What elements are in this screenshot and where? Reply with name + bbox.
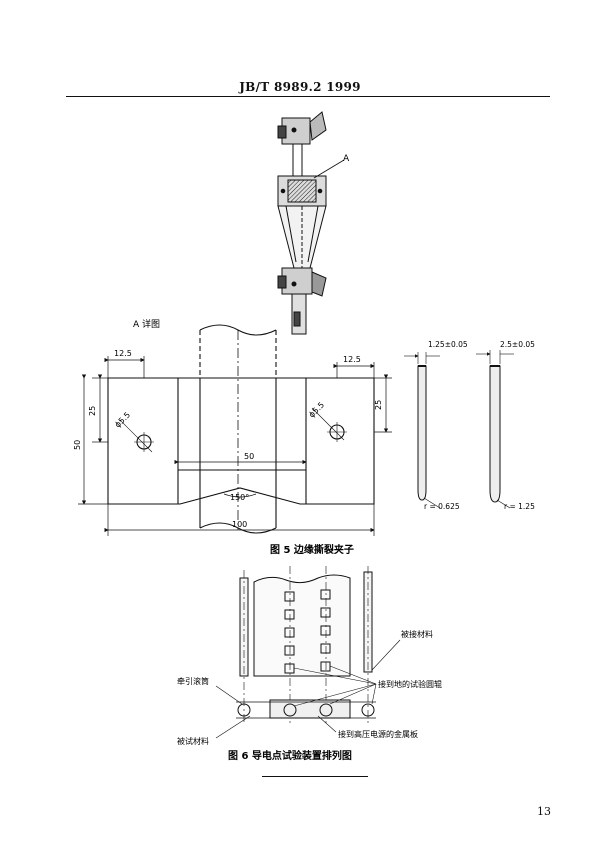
profile-right-radius: r = 1.25 <box>504 502 535 511</box>
callout-leader <box>313 159 345 179</box>
detail-a-dimensions <box>78 356 392 536</box>
dim-notch-width: 50 <box>244 452 254 461</box>
label-clamped-material: 被接材料 <box>401 629 433 639</box>
figure5-caption: 图 5 边缘撕裂夹子 <box>270 543 354 556</box>
standard-header: JB/T 8989.2 1999 <box>239 80 361 94</box>
callout-a-label: A <box>343 154 350 164</box>
figure6-illustration <box>215 566 401 739</box>
dim-hole-right: ϕ5.5 <box>307 400 326 419</box>
dim-notch-angle: 150° <box>230 493 249 502</box>
profile-right-thickness: 2.5±0.05 <box>500 340 535 349</box>
label-test-material: 被试材料 <box>177 736 209 746</box>
detail-a-title: A 详图 <box>133 318 160 330</box>
profile-left <box>404 352 441 509</box>
page-number: 13 <box>537 805 551 818</box>
dim-left-edge: 12.5 <box>114 349 132 358</box>
label-pull-roller: 牵引滚筒 <box>177 676 209 686</box>
dim-hole-left: ϕ5.5 <box>113 410 132 429</box>
dim-left-height: 25 <box>88 406 97 416</box>
dim-right-edge: 12.5 <box>343 355 361 364</box>
clamp-assembly-illustration <box>277 111 327 335</box>
dim-total-width: 100 <box>232 520 247 529</box>
profile-left-radius: r = 0.625 <box>424 502 460 511</box>
header-rule <box>66 96 550 97</box>
dim-right-height: 25 <box>374 400 383 410</box>
profile-right <box>476 350 514 509</box>
footer-rule <box>262 776 368 777</box>
profile-left-thickness: 1.25±0.05 <box>428 340 468 349</box>
figure6-caption: 图 6 导电点试验装置排列图 <box>228 749 352 762</box>
label-ground-terminal: 接到地的试验圆辊 <box>378 679 442 689</box>
label-hv-plate: 接到高压电源的金属板 <box>338 729 418 739</box>
dim-total-height: 50 <box>73 440 82 450</box>
